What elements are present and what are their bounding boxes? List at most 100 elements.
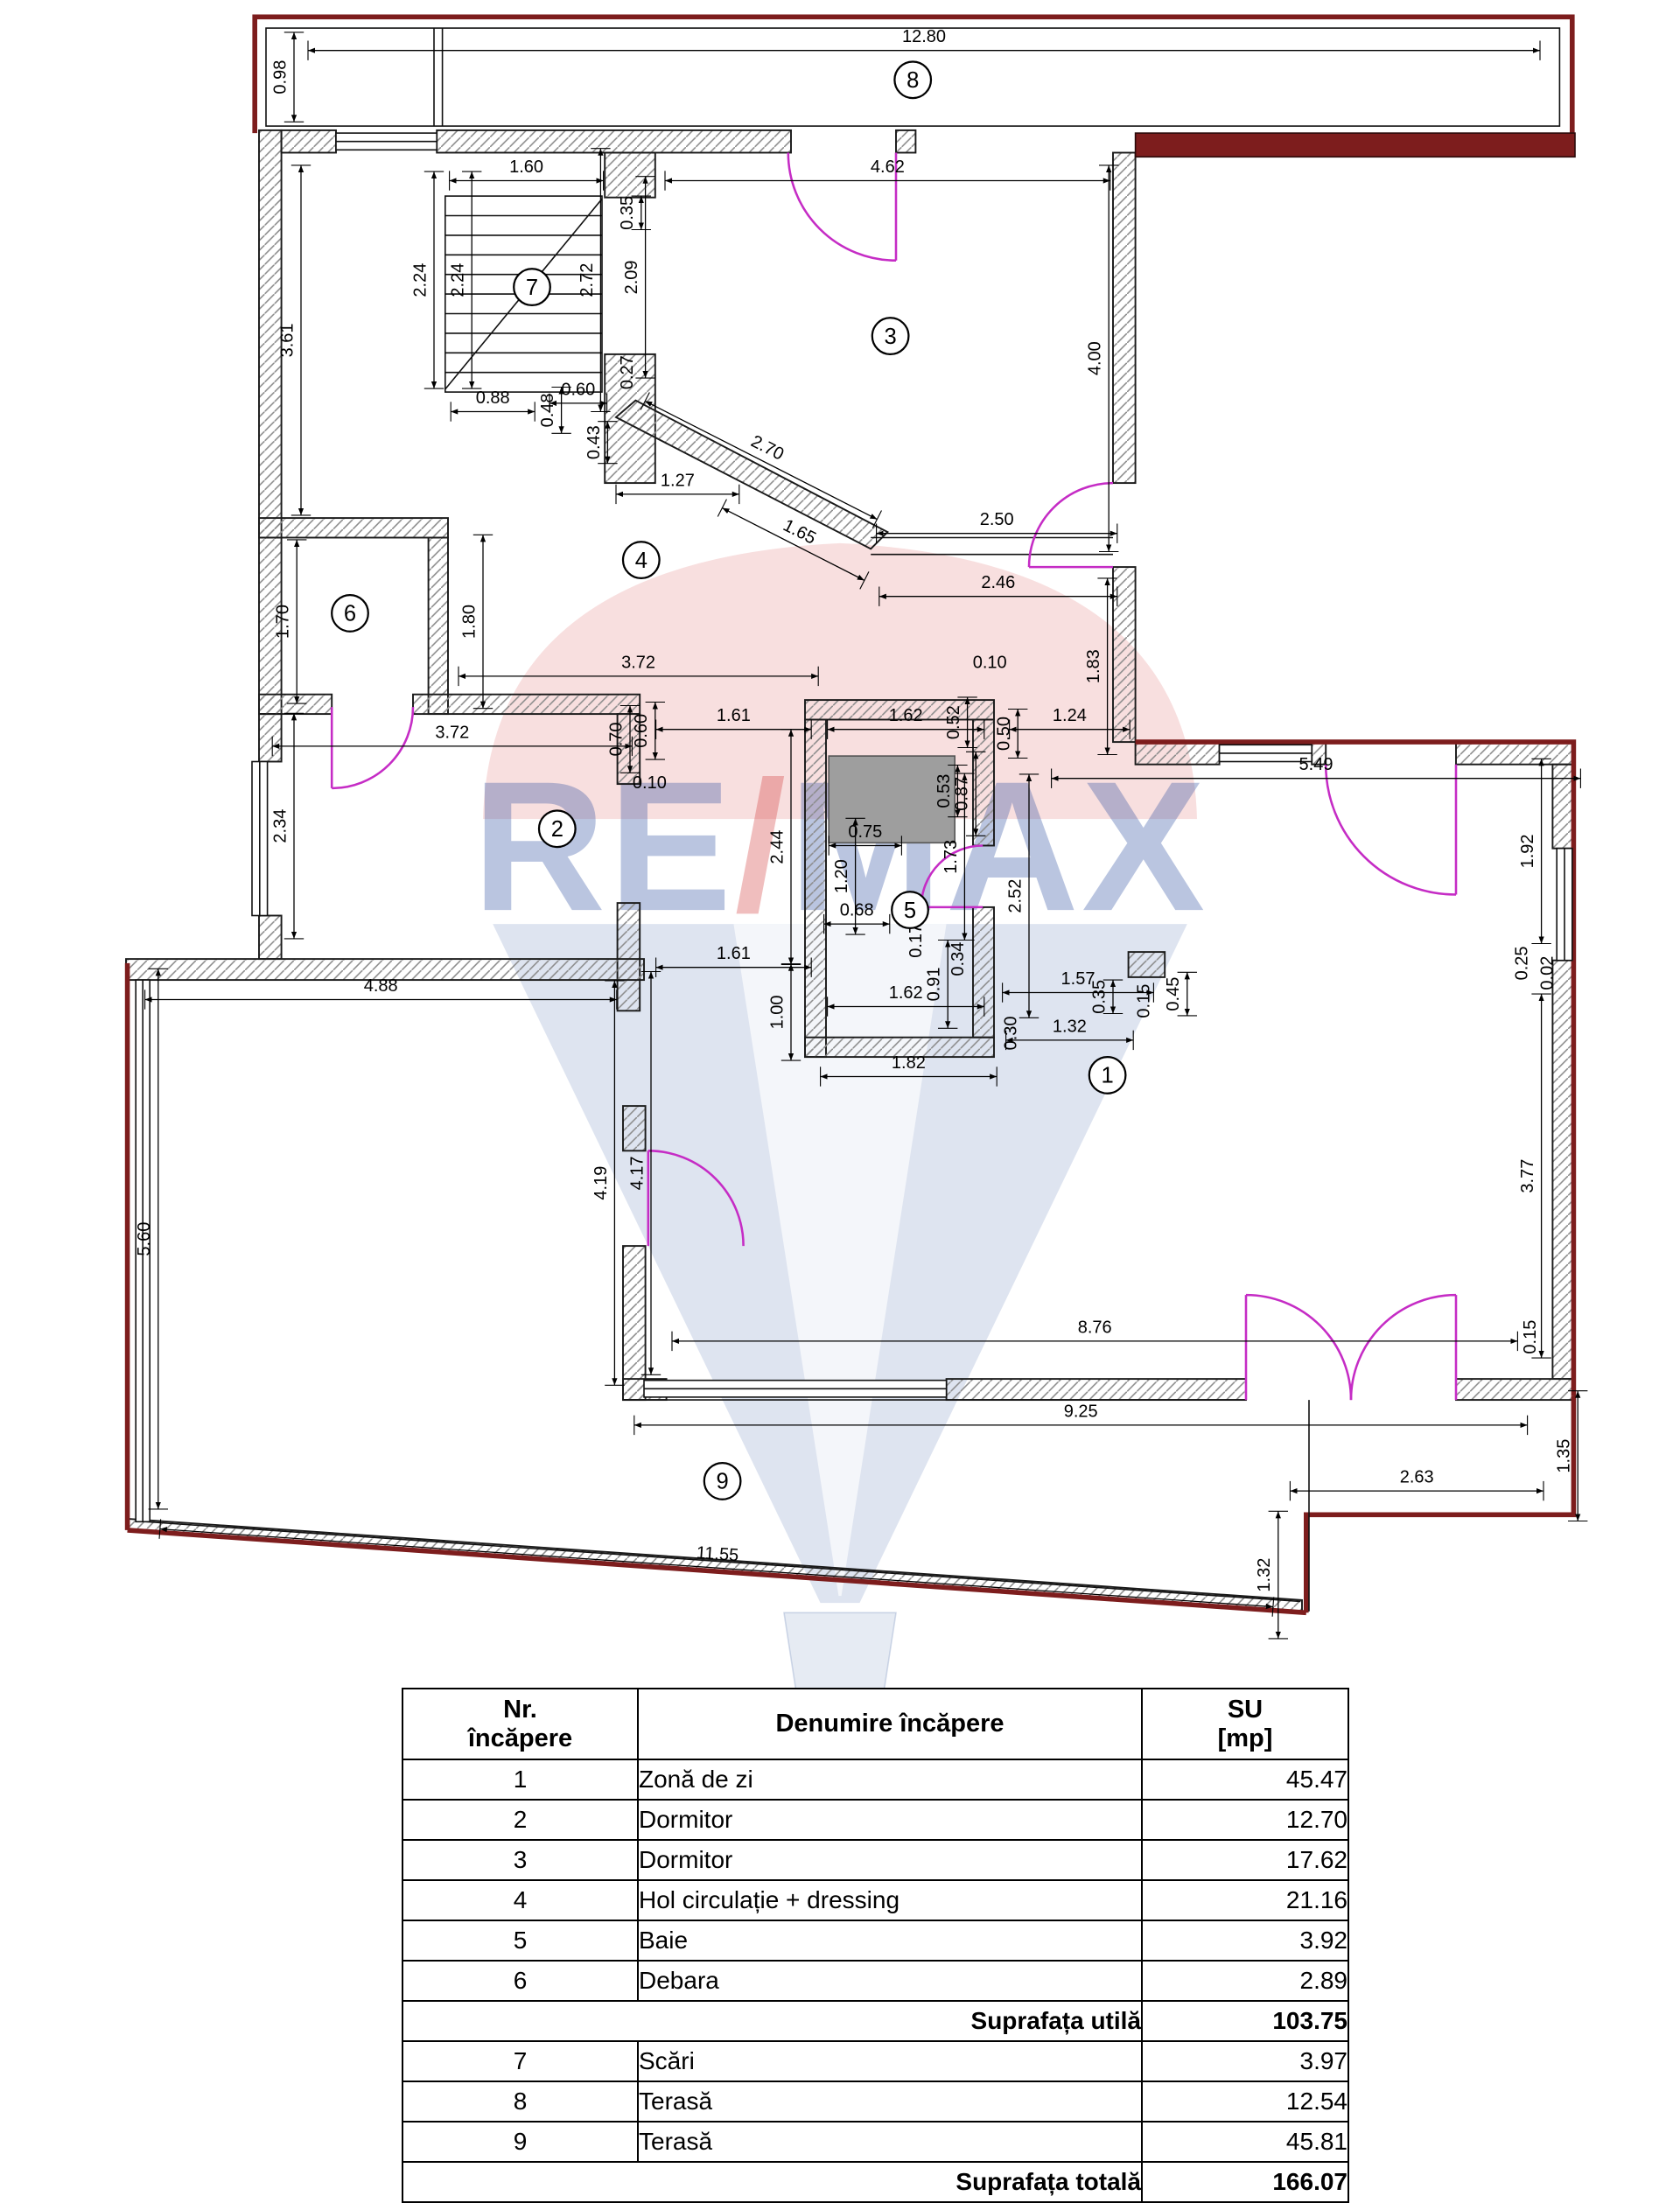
dimension-label: 0.10 bbox=[973, 653, 1007, 672]
room-area-cell: 21.16 bbox=[1141, 1879, 1349, 1921]
dimension-label: 1.70 bbox=[274, 539, 307, 704]
svg-text:0.50: 0.50 bbox=[995, 717, 1014, 751]
room-area-cell: 12.70 bbox=[1141, 1799, 1349, 1841]
room-name-cell: Terasă bbox=[637, 2081, 1143, 2123]
dimension-label: 2.52 bbox=[1005, 773, 1040, 1018]
room-area-cell: 45.81 bbox=[1141, 2121, 1349, 2163]
svg-text:2.72: 2.72 bbox=[578, 263, 597, 297]
dimension-label: 1.35 bbox=[1555, 1390, 1588, 1522]
room-name-cell: Scări bbox=[637, 2040, 1143, 2082]
dimension-label: 2.09 bbox=[622, 176, 655, 379]
room-nr-cell: 2 bbox=[402, 1799, 639, 1841]
svg-text:2.24: 2.24 bbox=[449, 263, 468, 297]
dimension-label: 3.77 bbox=[1518, 993, 1551, 1359]
room-number-badge: 9 bbox=[703, 1461, 742, 1500]
svg-text:0.35: 0.35 bbox=[618, 196, 637, 230]
svg-text:4.88: 4.88 bbox=[364, 976, 398, 996]
svg-text:0.15: 0.15 bbox=[1521, 1320, 1540, 1354]
dimension-label: 4.00 bbox=[1086, 164, 1119, 553]
svg-text:2.24: 2.24 bbox=[410, 263, 430, 297]
room-number-badge: 8 bbox=[893, 60, 933, 100]
svg-text:0.10: 0.10 bbox=[973, 653, 1007, 672]
room-nr-cell: 9 bbox=[402, 2121, 639, 2163]
svg-text:0.43: 0.43 bbox=[584, 425, 604, 459]
dimension-label: 0.68 bbox=[823, 901, 891, 934]
dimension-label: 0.15 bbox=[1135, 984, 1154, 1018]
svg-text:5.60: 5.60 bbox=[135, 1222, 154, 1256]
dimension-label: 1.32 bbox=[1005, 1017, 1134, 1051]
door-arc bbox=[330, 707, 415, 790]
svg-text:2.50: 2.50 bbox=[980, 510, 1014, 529]
svg-text:1.24: 1.24 bbox=[1053, 706, 1087, 725]
door-arc bbox=[647, 1150, 745, 1247]
svg-text:0.60: 0.60 bbox=[632, 714, 651, 748]
dimension-label: 0.34 bbox=[948, 942, 968, 976]
dimension-label: 0.43 bbox=[584, 421, 618, 465]
svg-text:2.34: 2.34 bbox=[270, 809, 290, 843]
room-name-cell: Hol circulație + dressing bbox=[637, 1879, 1143, 1921]
dimension-label: 1.60 bbox=[449, 157, 605, 191]
room-nr-cell: 5 bbox=[402, 1920, 639, 1962]
svg-text:1.27: 1.27 bbox=[661, 471, 695, 490]
room-name-cell: Dormitor bbox=[637, 1839, 1143, 1881]
svg-text:0.27: 0.27 bbox=[618, 355, 637, 389]
room-number-badge: 7 bbox=[513, 268, 551, 307]
svg-text:0.25: 0.25 bbox=[1513, 946, 1532, 980]
dimension-label: 1.57 bbox=[1002, 969, 1154, 1003]
svg-text:1.35: 1.35 bbox=[1555, 1439, 1574, 1473]
svg-text:1.73: 1.73 bbox=[942, 840, 961, 874]
dimension-label: 5.49 bbox=[1051, 755, 1581, 788]
svg-text:0.91: 0.91 bbox=[925, 967, 944, 1001]
dimension-label: 3.72 bbox=[458, 653, 819, 687]
dimension-label: 2.46 bbox=[878, 573, 1118, 606]
svg-text:1.20: 1.20 bbox=[832, 859, 851, 893]
dimension-label: 1.73 bbox=[942, 773, 975, 941]
dimension-label: 1.00 bbox=[767, 963, 802, 1061]
dimension-label: 0.10 bbox=[633, 773, 667, 793]
dimension-label: 0.52 bbox=[944, 696, 977, 749]
svg-text:1.32: 1.32 bbox=[1255, 1558, 1274, 1592]
svg-text:1.70: 1.70 bbox=[274, 605, 293, 639]
dimension-label: 0.17 bbox=[906, 924, 926, 958]
svg-text:0.60: 0.60 bbox=[561, 380, 595, 399]
dimension-label: 2.44 bbox=[767, 729, 802, 966]
room-number-badge: 1 bbox=[1088, 1055, 1127, 1095]
room-nr-cell: 8 bbox=[402, 2081, 639, 2123]
svg-text:4.19: 4.19 bbox=[592, 1166, 611, 1200]
svg-text:0.88: 0.88 bbox=[476, 388, 510, 408]
svg-text:1.92: 1.92 bbox=[1518, 834, 1537, 868]
windows bbox=[135, 132, 1573, 1523]
svg-text:1.61: 1.61 bbox=[717, 706, 751, 725]
room-name-cell: Debara bbox=[637, 1960, 1143, 2002]
room-nr-cell: 1 bbox=[402, 1759, 639, 1801]
dimension-label: 0.35 bbox=[618, 195, 651, 231]
subtotal-row-value: 103.75 bbox=[1141, 2000, 1349, 2042]
dimension-label: 2.34 bbox=[270, 712, 304, 940]
svg-text:2.46: 2.46 bbox=[981, 573, 1015, 592]
svg-text:6: 6 bbox=[344, 602, 356, 626]
dimension-label: 1.82 bbox=[820, 1053, 998, 1087]
room-nr-cell: 6 bbox=[402, 1960, 639, 2002]
svg-text:2.63: 2.63 bbox=[1400, 1468, 1434, 1487]
svg-text:1.62: 1.62 bbox=[889, 983, 923, 1003]
dimension-label: 0.15 bbox=[1521, 1320, 1540, 1354]
dimension-label: 0.02 bbox=[1537, 956, 1557, 990]
door-arc bbox=[1244, 1293, 1353, 1401]
watermark-balloon-gore bbox=[733, 924, 947, 1597]
room-nr-cell: 3 bbox=[402, 1839, 639, 1881]
window bbox=[1556, 847, 1573, 962]
room-area-cell: 45.47 bbox=[1141, 1759, 1349, 1801]
window bbox=[251, 760, 269, 917]
subtotal-row-label: Suprafața utilă bbox=[402, 2000, 1143, 2042]
room-area-cell: 2.89 bbox=[1141, 1960, 1349, 2002]
dimension-label: 0.45 bbox=[1164, 971, 1197, 1017]
svg-text:0.17: 0.17 bbox=[906, 924, 926, 958]
